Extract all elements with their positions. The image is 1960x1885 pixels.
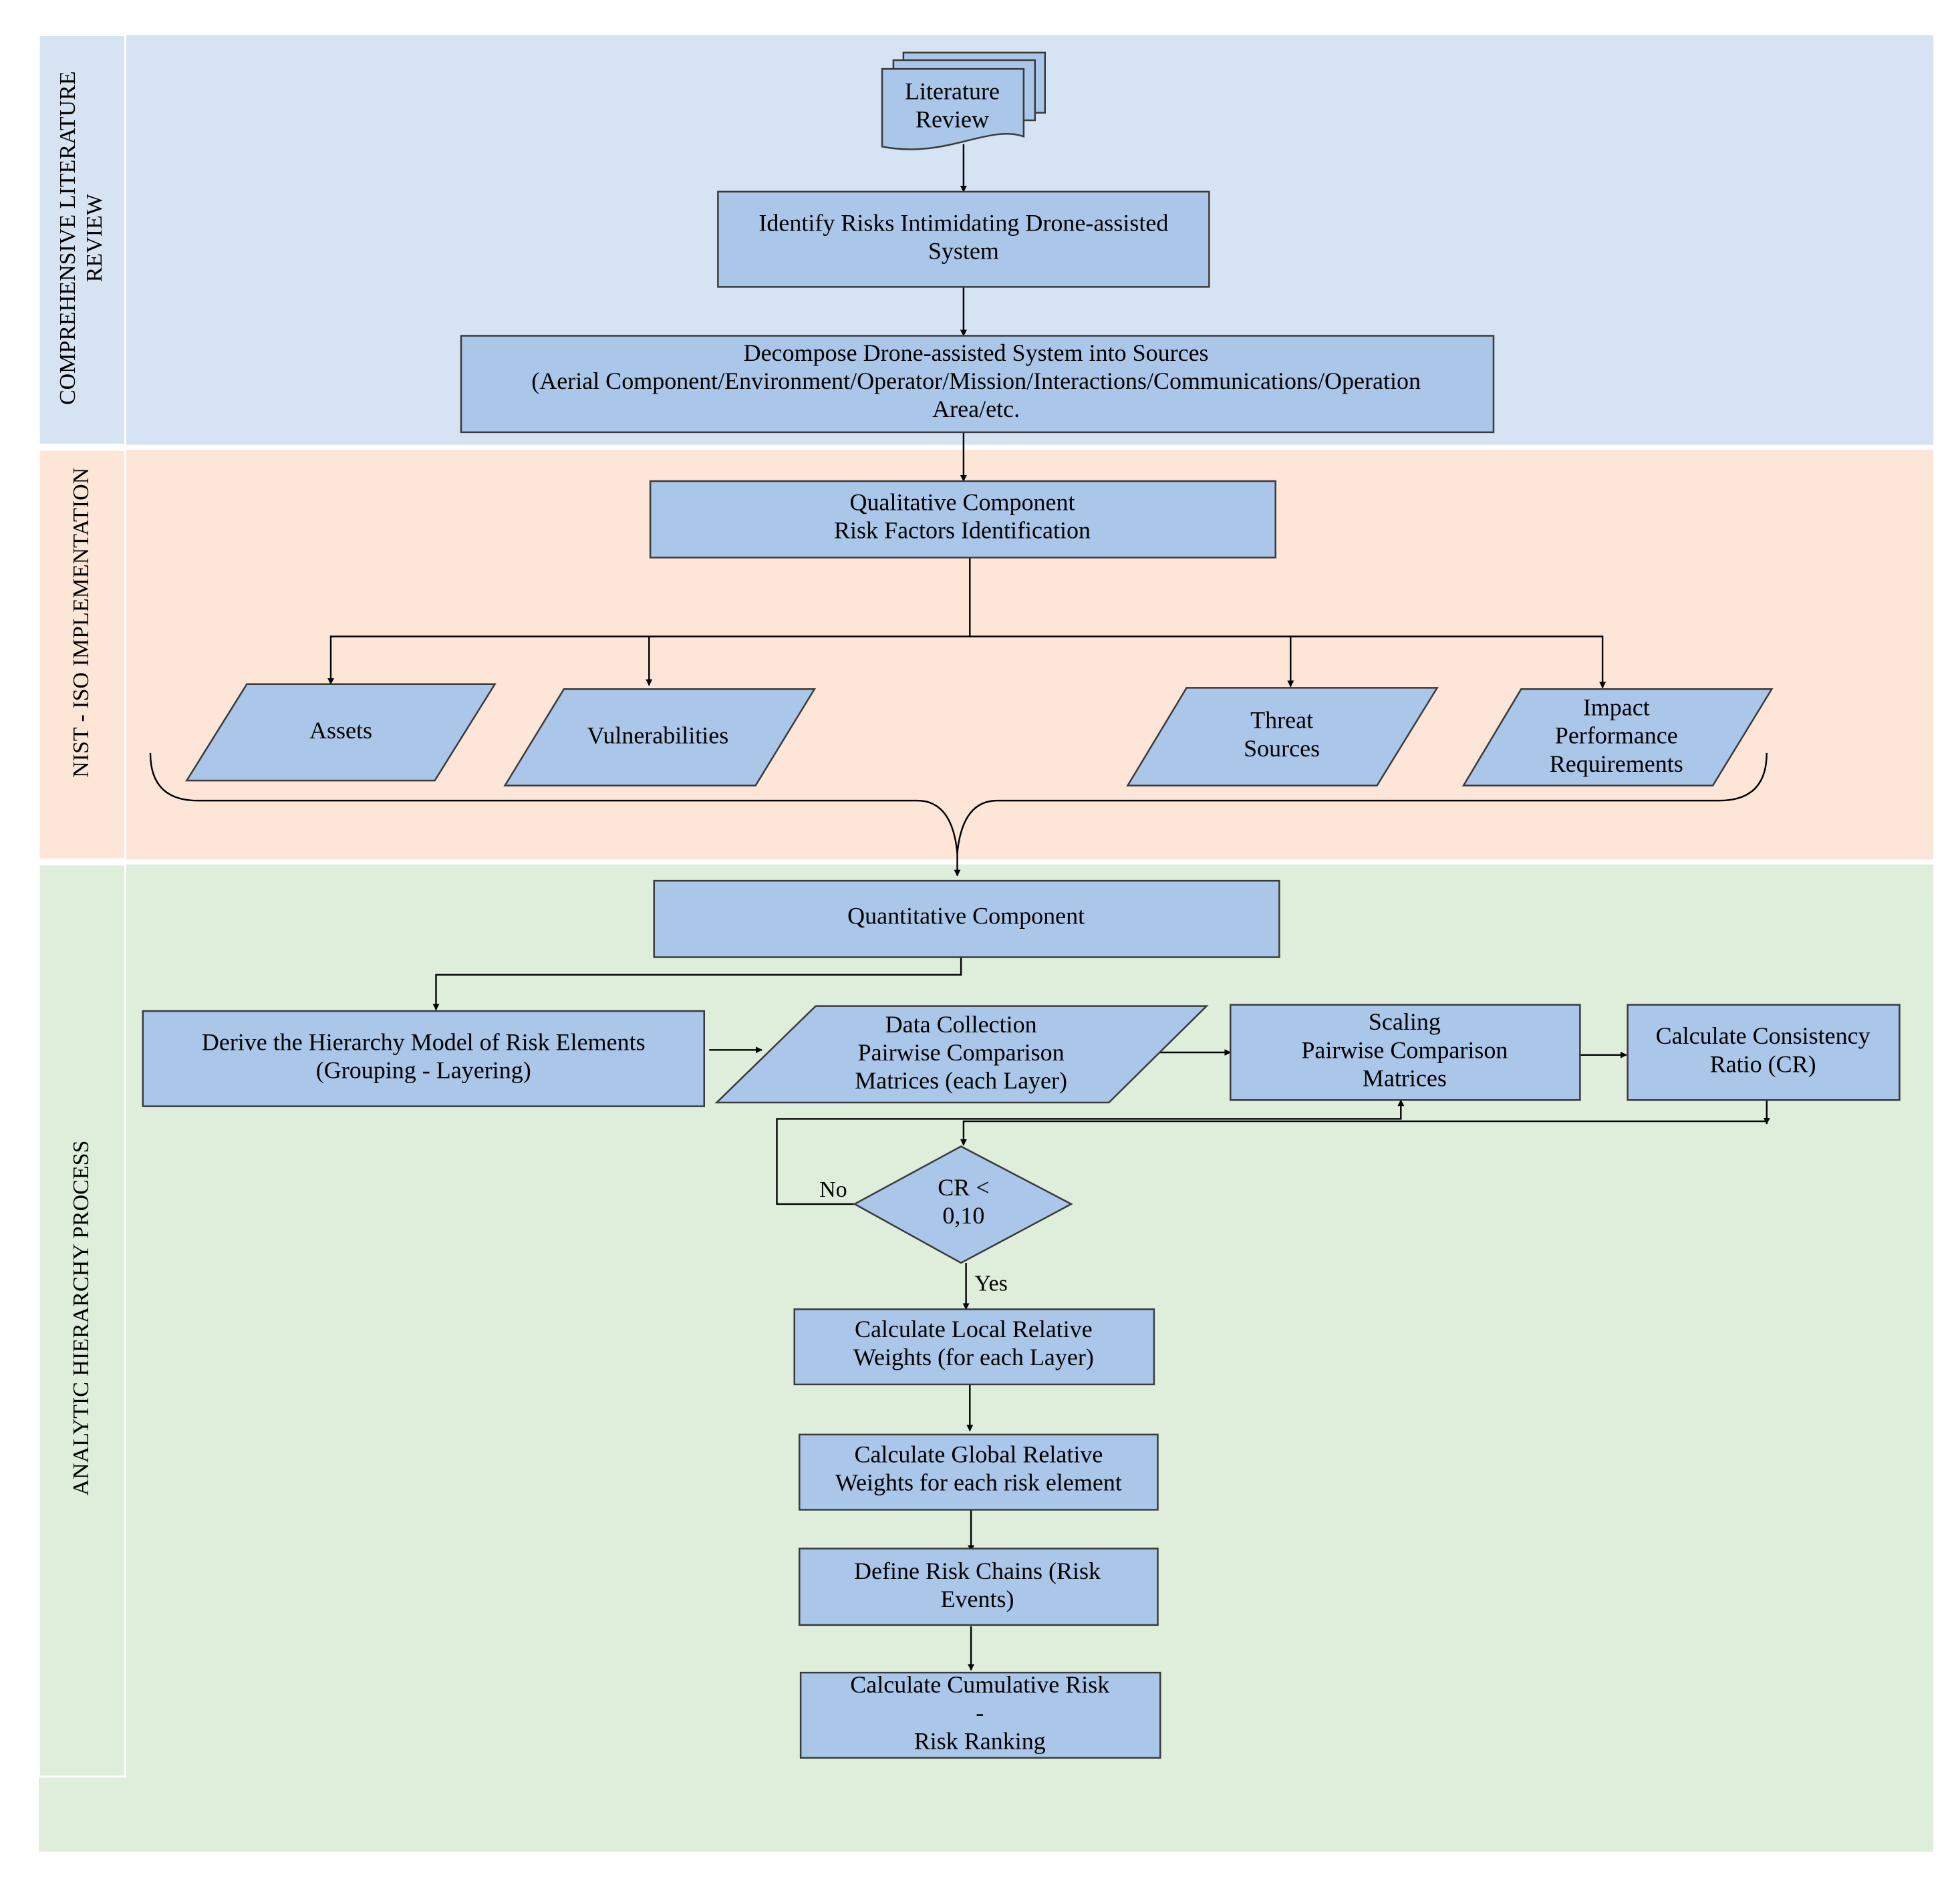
lane-ahp-label: ANALYTIC HIERARCHY PROCESS — [69, 1141, 94, 1496]
node-identify: Identify Risks Intimidating Drone-assist… — [717, 190, 1210, 288]
datacollection-shape — [714, 1005, 1209, 1104]
identify-label: Identify Risks Intimidating Drone-assist… — [758, 209, 1168, 264]
decision-label: CR <0,10 — [938, 1174, 989, 1229]
hierarchy-label: Derive the Hierarchy Model of Risk Eleme… — [202, 1029, 646, 1084]
edge-quantitative-hierarchy — [432, 957, 962, 1011]
edge-qualitative-impact — [1290, 635, 1606, 689]
vulnerabilities-label: Vulnerabilities — [587, 722, 728, 749]
assets-label: Assets — [309, 717, 372, 744]
cumulative-shape — [799, 1671, 1161, 1759]
node-cumulative: Calculate Cumulative Risk-Risk Ranking — [799, 1671, 1161, 1759]
edge-decision-scaling — [776, 1099, 1405, 1205]
vulnerabilities-shape — [503, 688, 817, 786]
lane-ahp-label-strip — [37, 863, 126, 1778]
local-shape — [793, 1308, 1155, 1386]
lane-nist-label-strip — [37, 448, 126, 861]
edge-qualitative-assets — [327, 557, 971, 685]
node-hierarchy: Derive the Hierarchy Model of Risk Eleme… — [142, 1010, 705, 1107]
lane-lit-label-strip — [37, 34, 126, 446]
hierarchy-shape — [142, 1010, 705, 1107]
risk-factors-brace — [149, 752, 1768, 853]
scaling-shape — [1230, 1004, 1581, 1101]
identify-shape — [717, 190, 1210, 288]
edge-label-decision-scaling: No — [819, 1177, 847, 1202]
decision-shape — [853, 1145, 1073, 1264]
decompose-shape — [460, 335, 1495, 434]
lane-lit-label: COMPREHENSIVE LITERATUREREVIEW — [55, 71, 107, 405]
decompose-label: Decompose Drone-assisted System into Sou… — [531, 339, 1421, 422]
chains-shape — [799, 1548, 1159, 1626]
literature-page-3 — [881, 67, 1025, 150]
global-shape — [799, 1433, 1159, 1511]
lane-nist-label: NIST - ISO IMPLEMENTATION — [69, 468, 94, 778]
node-decision: CR <0,10 — [853, 1145, 1073, 1264]
quantitative-label: Quantitative Component — [847, 903, 1085, 929]
assets-shape — [185, 683, 497, 782]
impact-shape — [1461, 688, 1774, 786]
node-vulnerabilities: Vulnerabilities — [503, 688, 817, 786]
qualitative-shape — [649, 480, 1276, 559]
edge-label-decision-local: Yes — [974, 1272, 1007, 1296]
node-quantitative: Quantitative Component — [653, 879, 1280, 958]
threat-shape — [1126, 687, 1439, 786]
edge-consistency-decision-2 — [960, 1120, 1767, 1146]
node-decompose: Decompose Drone-assisted System into Sou… — [460, 335, 1495, 434]
consistency-shape — [1627, 1004, 1901, 1101]
cumulative-label: Calculate Cumulative Risk-Risk Ranking — [850, 1671, 1109, 1754]
node-assets: Assets — [185, 683, 497, 782]
quantitative-shape — [653, 879, 1280, 958]
